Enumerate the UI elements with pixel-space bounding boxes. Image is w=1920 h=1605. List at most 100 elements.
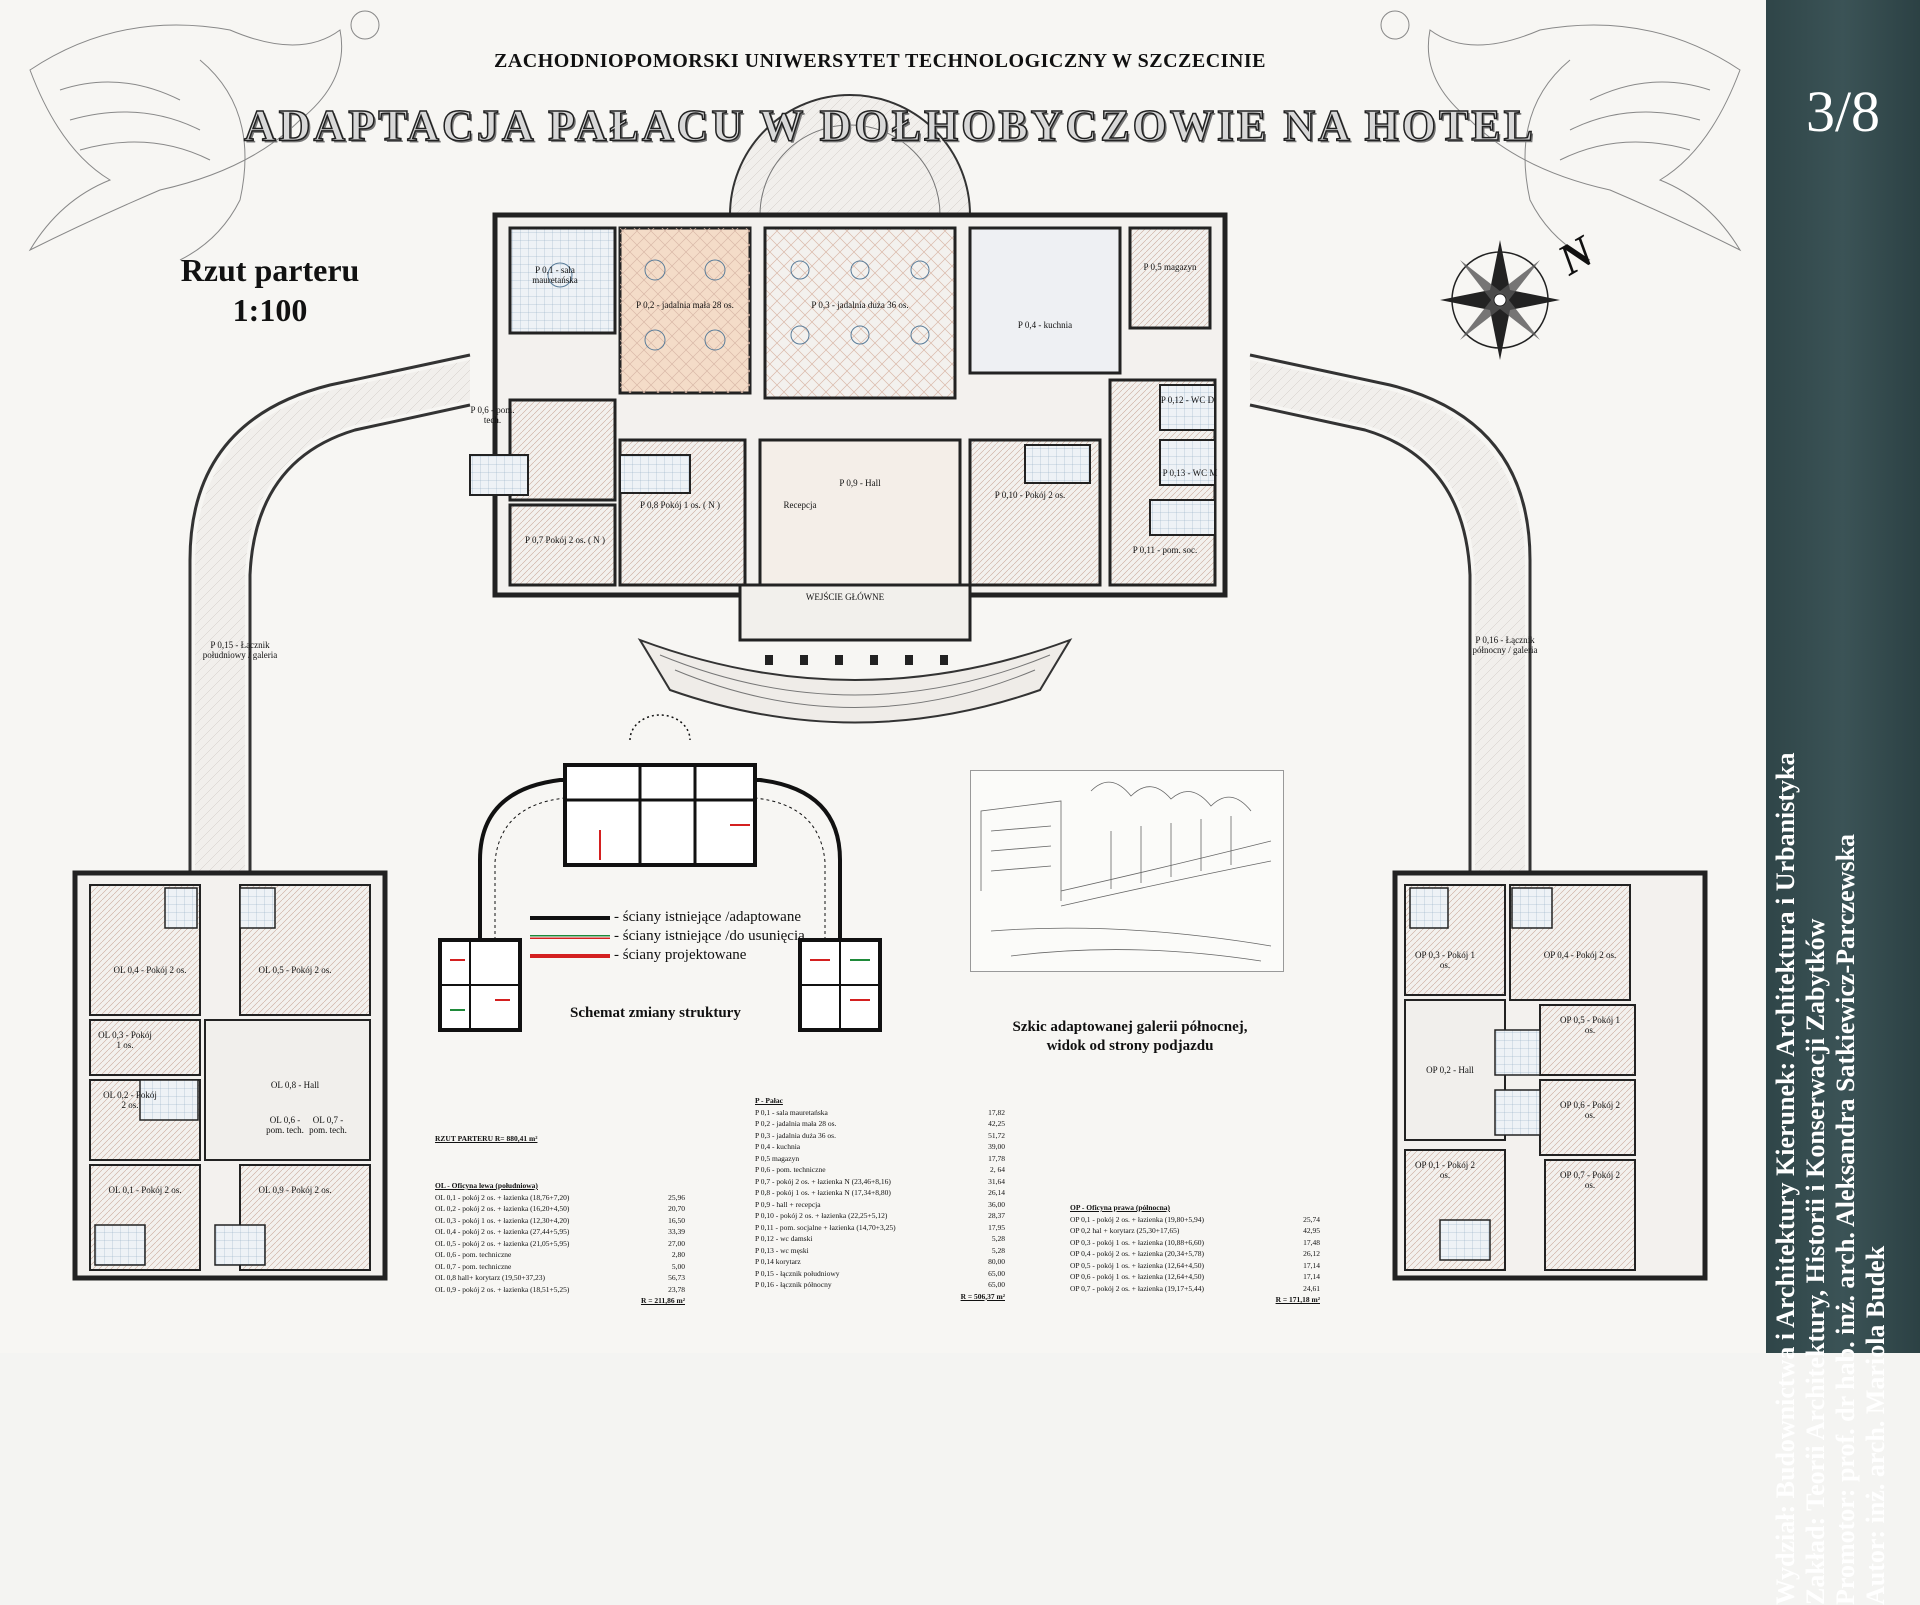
table-op-row-area: 17,14 — [1303, 1260, 1320, 1270]
room-label-p04: P 0,4 - kuchnia — [1017, 320, 1073, 330]
table-op-row-name: OP 0,1 - pokój 2 os. + łazienka (19,80+5… — [1070, 1214, 1204, 1224]
table-op-row-name: OP 0,6 - pokój 1 os. + łazienka (12,64+4… — [1070, 1272, 1204, 1281]
table-total: RZUT PARTERU R= 880,41 m² — [435, 1133, 537, 1145]
table-p-row-name: P 0,6 - pom. techniczne — [755, 1165, 826, 1174]
plan-title-name: Rzut parteru — [180, 252, 360, 288]
table-ol-row-area: 56,73 — [668, 1273, 685, 1282]
annex-left — [72, 870, 388, 1281]
table-p-row-area: 5,28 — [991, 1234, 1005, 1243]
table-p-row: P 0,7 - pokój 2 os. + łazienka N (23,46+… — [755, 1176, 1005, 1188]
table-total-label: RZUT PARTERU R= 880,41 m² — [435, 1134, 538, 1143]
room-label-p07: P 0,7 Pokój 2 os. ( N ) — [525, 535, 605, 545]
table-op-row-area: 25,74 — [1303, 1214, 1320, 1224]
room-label-op07: OP 0,7 - Pokój 2 os. — [1560, 1170, 1620, 1190]
table-ol-row: OL 0,5 - pokój 2 os. + łazienka (21,05+5… — [435, 1238, 685, 1250]
room-label-p01: P 0,1 - sala mauretańska — [532, 265, 578, 285]
sketch-caption-line2: widok od strony podjazdu — [1046, 1038, 1214, 1054]
table-ol-row: OL 0,3 - pokój 1 os. + łazienka (12,30+4… — [435, 1215, 685, 1227]
table-op-row-name: OP 0,5 - pokój 1 os. + łazienka (12,64+4… — [1070, 1260, 1204, 1270]
table-p-sum: R = 506,37 m² — [960, 1291, 1005, 1301]
legend-swatch-existing — [530, 915, 610, 920]
table-p-row-area: 2, 64 — [990, 1165, 1005, 1174]
room-label-p015: P 0,15 - Łącznik południowy / galeria — [202, 640, 278, 660]
table-p-row-area: 26,14 — [988, 1188, 1005, 1197]
table-p-row-name: P 0,13 - wc męski — [755, 1245, 809, 1255]
table-ol-row: OL 0,2 - pokój 2 os. + łazienka (16,20+4… — [435, 1203, 685, 1215]
table-op-sum: R = 171,18 m² — [1275, 1295, 1320, 1304]
room-label-p05: P 0,5 magazyn — [1143, 262, 1197, 272]
table-p-row: P 0,13 - wc męski 5,28 — [755, 1245, 1005, 1257]
table-p-row-name: P 0,7 - pokój 2 os. + łazienka N (23,46+… — [755, 1176, 891, 1186]
table-ol-row-area: 20,70 — [668, 1204, 685, 1213]
table-p-row-name: P 0,3 - jadalnia duża 36 os. — [755, 1130, 836, 1140]
room-label-ol06: OL 0,6 - pom. tech. — [266, 1115, 304, 1135]
table-p-row-name: P 0,10 - pokój 2 os. + łazienka (22,25+5… — [755, 1211, 888, 1220]
table-ol-row-name: OL 0,4 - pokój 2 os. + łazienka (27,44+5… — [435, 1227, 570, 1236]
table-p-row-area: 65,00 — [988, 1280, 1005, 1289]
table-op-row-name: OP 0,7 - pokój 2 os. + łazienka (19,17+5… — [1070, 1283, 1204, 1293]
legend-label-existing: - ściany istniejące /adaptowane — [614, 909, 802, 925]
room-label-ol08: OL 0,8 - Hall — [270, 1080, 320, 1090]
table-ol-row: OL 0,1 - pokój 2 os. + łazienka (18,76+7… — [435, 1192, 685, 1204]
scheme-caption: Schemat zmiany struktury — [570, 1005, 741, 1021]
table-ol-sum: R = 211,86 m² — [640, 1296, 685, 1305]
legend-item-existing: - ściany istniejące /adaptowane — [530, 908, 805, 927]
table-ol-row-name: OL 0,5 - pokój 2 os. + łazienka (21,05+5… — [435, 1238, 570, 1248]
angel-right-ornament — [1380, 10, 1742, 261]
table-p-row-area: 5,28 — [991, 1245, 1005, 1255]
table-p-row: P 0,10 - pokój 2 os. + łazienka (22,25+5… — [755, 1210, 1005, 1222]
title-block: 3/8 Wydział: Budownictwa i Architektury … — [1766, 0, 1920, 1605]
table-p-row-area: 17,82 — [988, 1107, 1005, 1117]
table-ol-row-area: 27,00 — [668, 1238, 685, 1248]
room-label-p012: P 0,12 - WC D — [1160, 395, 1215, 405]
angel-left-ornament — [28, 10, 380, 261]
legend-item-remove: - ściany istniejące /do usunięcia — [530, 927, 805, 946]
credits: Wydział: Budownictwa i Architektury Kier… — [1771, 405, 1920, 1605]
terrace — [729, 94, 971, 216]
credit-department: Zakład: Teorii Architektury, Historii i … — [1801, 918, 1830, 1605]
table-p-row-name: P 0,5 magazyn — [755, 1153, 800, 1163]
table-p-row-area: 42,25 — [988, 1119, 1005, 1128]
table-ol-row-name: OL 0,8 hall+ korytarz (19,50+37,23) — [435, 1273, 546, 1282]
credit-faculty: Wydział: Budownictwa i Architektury Kier… — [1771, 752, 1800, 1605]
table-ol-row-area: 5,00 — [671, 1261, 685, 1271]
table-p-row: P 0,3 - jadalnia duża 36 os. 51,72 — [755, 1130, 1005, 1142]
table-ol-row-area: 25,96 — [668, 1192, 685, 1202]
table-ol-row: OL 0,8 hall+ korytarz (19,50+37,23) 56,73 — [435, 1272, 685, 1284]
room-label-p013: P 0,13 - WC M — [1162, 468, 1218, 478]
table-ol-row-name: OL 0,2 - pokój 2 os. + łazienka (16,20+4… — [435, 1204, 570, 1213]
table-op-row-name: OP 0,4 - pokój 2 os. + łazienka (20,34+5… — [1070, 1249, 1204, 1258]
sketch-caption-line1: Szkic adaptowanej galerii północnej, — [1012, 1019, 1248, 1035]
room-label-ol02: OL 0,2 - Pokój 2 os. — [103, 1090, 157, 1110]
table-p-row: P 0,6 - pom. techniczne 2, 64 — [755, 1164, 1005, 1176]
legend-label-remove: - ściany istniejące /do usunięcia — [614, 928, 805, 944]
gallery-south — [188, 353, 471, 880]
table-p-row-name: P 0,8 - pokój 1 os. + łazienka N (17,34+… — [755, 1188, 891, 1197]
table-ol: OL - Oficyna lewa (południowa)OL 0,1 - p… — [435, 1180, 685, 1307]
table-p-row-name: P 0,2 - jadalnia mała 28 os. — [755, 1119, 837, 1128]
drawing-sheet: ZACHODNIOPOMORSKI UNIWERSYTET TECHNOLOGI… — [28, 10, 1742, 1307]
table-p-row-area: 31,64 — [988, 1176, 1005, 1186]
room-label-p08: P 0,8 Pokój 1 os. ( N ) — [640, 500, 720, 510]
table-p-row-name: P 0,4 - kuchnia — [755, 1142, 801, 1151]
table-op-row: OP 0,7 - pokój 2 os. + łazienka (19,17+5… — [1070, 1283, 1320, 1295]
room-label-wejscie: WEJŚCIE GŁÓWNE — [805, 592, 885, 602]
table-ol-row-name: OL 0,1 - pokój 2 os. + łazienka (18,76+7… — [435, 1192, 570, 1202]
table-op-row: OP 0,3 - pokój 1 os. + łazienka (10,88+6… — [1070, 1237, 1320, 1249]
table-op-row-name: OP 0,2 hal + korytarz (25,30+17,65) — [1070, 1226, 1180, 1235]
table-p-row-area: 51,72 — [988, 1130, 1005, 1140]
table-op-row: OP 0,4 - pokój 2 os. + łazienka (20,34+5… — [1070, 1248, 1320, 1260]
table-p-row-name: P 0,1 - sala mauretańska — [755, 1107, 828, 1117]
table-ol-row: OL 0,9 - pokój 2 os. + łazienka (18,51+5… — [435, 1284, 685, 1296]
table-p-row-area: 17,95 — [988, 1222, 1005, 1232]
table-op-row: OP 0,1 - pokój 2 os. + łazienka (19,80+5… — [1070, 1214, 1320, 1226]
table-op-row-area: 26,12 — [1303, 1249, 1320, 1258]
room-label-op06: OP 0,6 - Pokój 2 os. — [1560, 1100, 1620, 1120]
table-ol-row-area: 16,50 — [668, 1215, 685, 1225]
room-label-ol04: OL 0,4 - Pokój 2 os. — [113, 965, 187, 975]
gallery-sketch — [970, 770, 1284, 972]
